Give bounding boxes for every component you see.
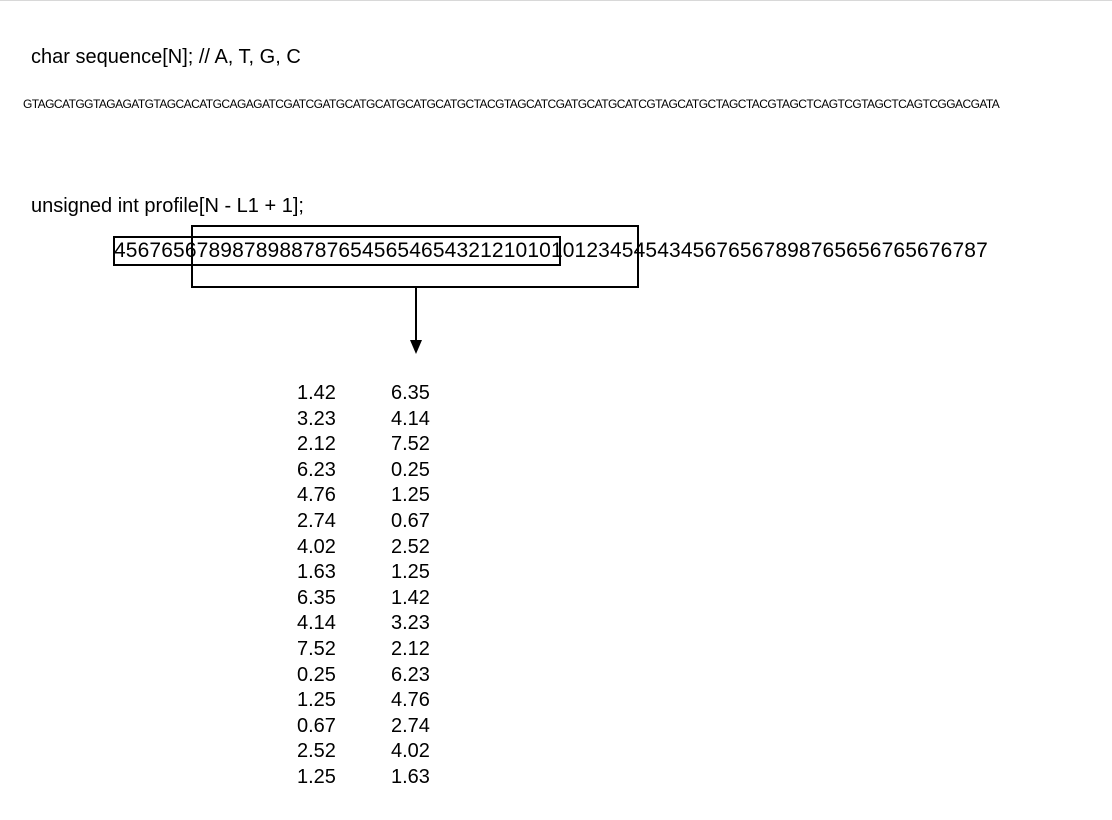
result-value: 6.23 <box>391 663 430 686</box>
sliding-window-box-2 <box>191 225 639 288</box>
result-value: 1.63 <box>297 561 336 584</box>
result-value: 1.42 <box>297 382 336 404</box>
result-value: 2.12 <box>297 433 336 456</box>
result-value: 4.14 <box>297 612 336 635</box>
result-value: 7.52 <box>297 637 336 660</box>
result-value: 3.23 <box>391 612 430 635</box>
sequence-declaration: char sequence[N]; // A, T, G, C <box>31 46 301 68</box>
result-value: 6.35 <box>297 586 336 609</box>
dna-sequence: GTAGCATGGTAGAGATGTAGCACATGCAGAGATCGATCGA… <box>23 97 1000 111</box>
result-value: 2.52 <box>391 535 430 558</box>
result-value: 1.25 <box>297 689 336 712</box>
result-value: 0.25 <box>297 663 336 686</box>
result-value: 2.12 <box>391 637 430 660</box>
result-value: 1.42 <box>391 586 430 609</box>
result-value: 2.74 <box>297 509 336 532</box>
result-value: 4.76 <box>297 484 336 507</box>
result-value: 6.35 <box>391 382 430 404</box>
result-value: 4.14 <box>391 407 430 430</box>
sliding-window-box-1 <box>113 236 561 266</box>
result-value: 7.52 <box>391 433 430 456</box>
down-arrow-icon <box>410 286 422 354</box>
result-value: 3.23 <box>297 407 336 430</box>
result-value: 4.02 <box>391 740 430 763</box>
result-value: 2.52 <box>297 740 336 763</box>
profile-declaration: unsigned int profile[N - L1 + 1]; <box>31 195 304 217</box>
result-value: 1.25 <box>391 484 430 507</box>
result-value: 1.25 <box>297 765 336 788</box>
result-value: 1.63 <box>391 765 430 788</box>
result-value: 0.67 <box>297 714 336 737</box>
top-border-line <box>0 0 1112 1</box>
result-value: 2.74 <box>391 714 430 737</box>
result-value: 1.25 <box>391 561 430 584</box>
result-value: 4.76 <box>391 689 430 712</box>
profile-values: 4567656789878988787654565465432121010101… <box>114 239 988 262</box>
result-value: 0.25 <box>391 458 430 481</box>
result-value: 4.02 <box>297 535 336 558</box>
result-value: 0.67 <box>391 509 430 532</box>
result-value: 6.23 <box>297 458 336 481</box>
